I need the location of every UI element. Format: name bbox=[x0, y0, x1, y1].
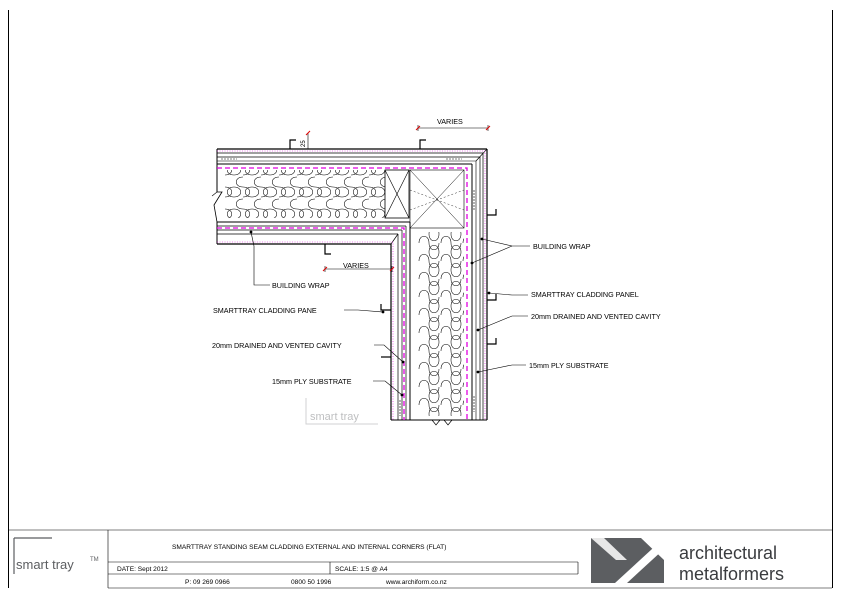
building-wrap-membrane bbox=[217, 167, 468, 420]
company-phone: P: 09 269 0966 bbox=[185, 579, 230, 586]
drawing-scale: SCALE: 1:5 @ A4 bbox=[335, 566, 388, 573]
leader-lines bbox=[250, 231, 530, 396]
label-building-wrap-right: BUILDING WRAP bbox=[533, 242, 591, 251]
label-cavity-left: 20mm DRAINED AND VENTED CAVITY bbox=[212, 341, 342, 350]
insulation-right bbox=[418, 232, 464, 416]
label-substrate-left: 15mm PLY SUBSTRATE bbox=[272, 377, 352, 386]
watermark-text: smart tray bbox=[310, 411, 359, 423]
label-dim-25: 25 bbox=[301, 140, 307, 147]
company-name-line2: metalformers bbox=[679, 564, 784, 584]
label-varies-top: VARIES bbox=[437, 117, 463, 126]
insulation-top bbox=[225, 170, 385, 218]
smart-tray-logo-text: smart tray bbox=[16, 557, 74, 572]
label-substrate-right: 15mm PLY SUBSTRATE bbox=[529, 361, 609, 370]
dimension-ticks bbox=[305, 125, 491, 272]
label-cladding-panel-right: SMARTTRAY CLADDING PANEL bbox=[531, 290, 639, 299]
label-building-wrap-left: BUILDING WRAP bbox=[272, 281, 330, 290]
company-name-line1: architectural bbox=[679, 543, 777, 563]
watermark-logo: smart tray bbox=[305, 398, 378, 425]
company-website: www.archiform.co.nz bbox=[385, 579, 447, 586]
leader-arrowheads bbox=[249, 230, 491, 397]
smart-tray-logo-mark bbox=[13, 537, 52, 574]
corner-detail bbox=[211, 139, 497, 426]
drawing-title: SMARTTRAY STANDING SEAM CLADDING EXTERNA… bbox=[172, 544, 446, 551]
smart-tray-logo-tm: TM bbox=[90, 557, 99, 563]
dimension-lines bbox=[307, 125, 489, 272]
membrane-edge-dots bbox=[217, 150, 486, 420]
label-cladding-panel-left: SMARTTRAY CLADDING PANE bbox=[213, 306, 317, 315]
drawing-date: DATE: Sept 2012 bbox=[117, 566, 168, 573]
label-cavity-right: 20mm DRAINED AND VENTED CAVITY bbox=[531, 312, 661, 321]
architectural-metalformers-logo-mark bbox=[591, 538, 664, 583]
company-freephone: 0800 50 1996 bbox=[291, 579, 332, 586]
label-varies-inner: VARIES bbox=[343, 261, 369, 270]
title-block: smart tray TM SMARTTRAY STANDING SEAM CL… bbox=[8, 529, 832, 589]
